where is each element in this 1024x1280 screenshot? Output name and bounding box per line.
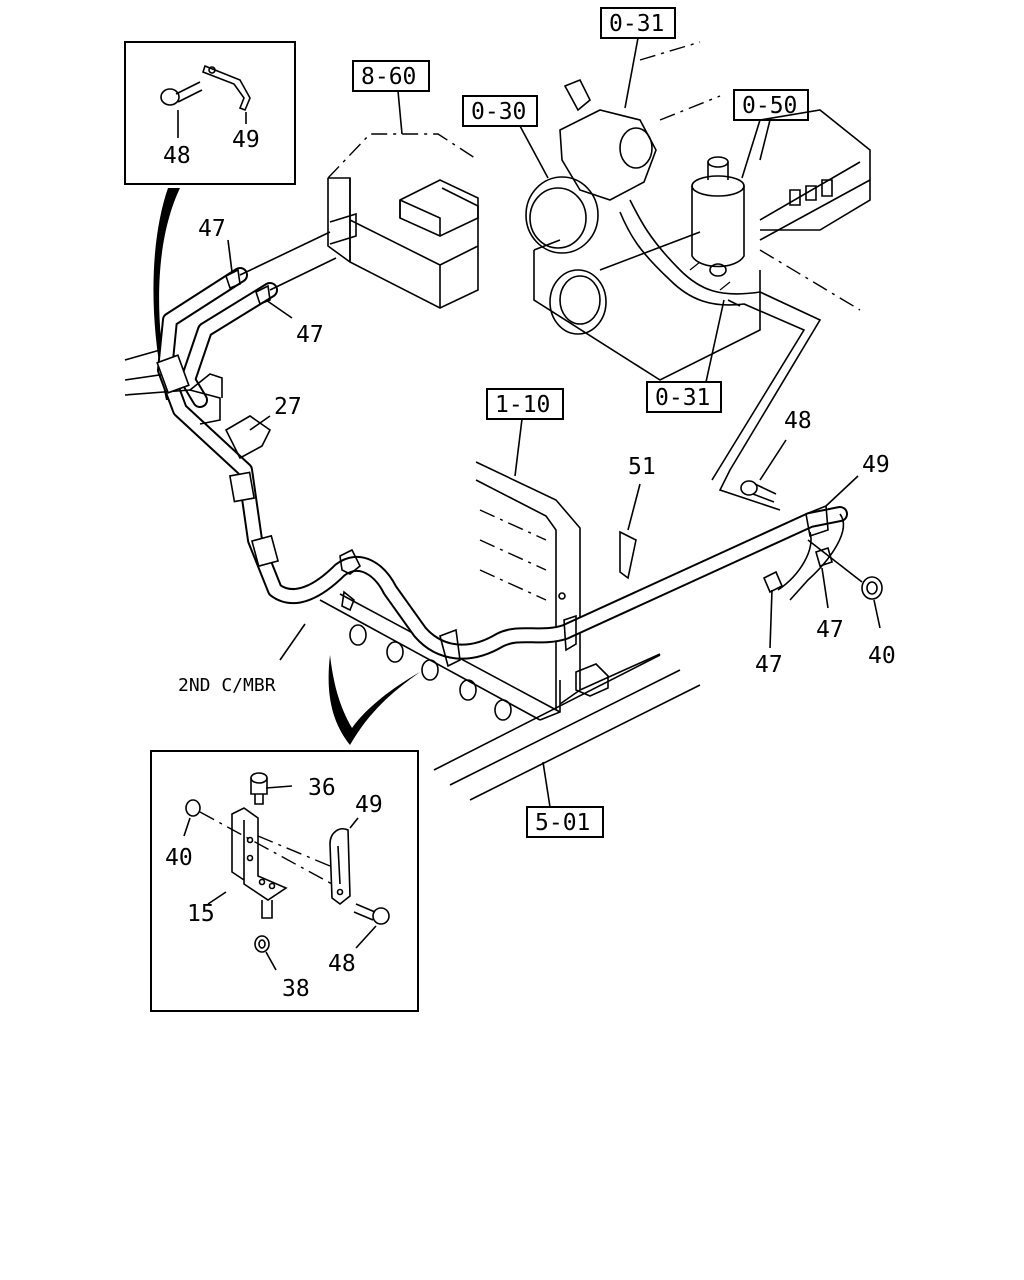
bolt-48-icon (160, 81, 203, 106)
hose-clip-47-icons (225, 268, 271, 306)
ref-label: 5-01 (535, 810, 590, 836)
pipe-clip-icons (339, 504, 829, 668)
label-51: 51 (628, 454, 656, 480)
engine-icon (525, 41, 871, 381)
inset-leader-bottom (328, 655, 420, 745)
ref-box-1-10[interactable]: 1-10 (486, 388, 564, 420)
label-15: 15 (187, 901, 215, 927)
callout-leaders (227, 239, 881, 661)
label-38: 38 (282, 976, 310, 1002)
label-49-inset: 49 (355, 792, 383, 818)
nut-38-icon (254, 935, 277, 971)
label-27: 27 (274, 394, 302, 420)
frame-rail-icon (433, 654, 701, 801)
nut-40-inset-icon (183, 799, 201, 837)
ref-box-0-31-top[interactable]: 0-31 (600, 7, 676, 39)
label-48-inset: 48 (328, 951, 356, 977)
ref-box-8-60[interactable]: 8-60 (352, 60, 430, 92)
bolt-48-inset-icon (353, 903, 390, 949)
fuel-pipe-icon (157, 231, 848, 660)
radiator-icon (475, 461, 661, 710)
label-47-upper: 47 (198, 216, 226, 242)
hose-engine-icon (619, 199, 822, 511)
nut-40-right-icon (861, 576, 883, 600)
bracket-15-icon (199, 807, 333, 919)
clip-47-right-icon (762, 546, 833, 594)
bolt-48-right-icon (740, 480, 777, 503)
label-49: 49 (232, 127, 260, 153)
crossmember-icon (319, 593, 561, 721)
label-49-right: 49 (862, 452, 890, 478)
inset-top-left: 48 49 (124, 41, 296, 185)
label-40-inset: 40 (165, 845, 193, 871)
ref-box-0-31-bottom[interactable]: 0-31 (646, 381, 722, 413)
label-47-lower: 47 (296, 322, 324, 348)
ref-box-5-01[interactable]: 5-01 (526, 806, 604, 838)
battery-box-icon (327, 133, 479, 309)
clip-49-icon (201, 64, 251, 112)
ref-label: 0-31 (655, 385, 710, 411)
label-48-right: 48 (784, 408, 812, 434)
bolt-36-icon (250, 772, 293, 805)
label-48: 48 (163, 143, 191, 169)
ref-label: 8-60 (361, 64, 416, 90)
label-47-right-b: 47 (755, 652, 783, 678)
ref-box-0-50[interactable]: 0-50 (733, 89, 809, 121)
ref-leaders (397, 37, 771, 808)
pipe-sleeves-icon (156, 354, 280, 568)
clip-49-inset-icon (329, 817, 359, 906)
label-2nd-crossmember: 2ND C/MBR (178, 675, 276, 696)
ref-label: 1-10 (495, 392, 550, 418)
ref-label: 0-30 (471, 99, 526, 125)
label-47-right-a: 47 (816, 617, 844, 643)
ref-box-0-30[interactable]: 0-30 (462, 95, 538, 127)
ref-label: 0-31 (609, 11, 664, 37)
label-36: 36 (308, 775, 336, 801)
label-40-right: 40 (868, 643, 896, 669)
inset-bottom: 36 49 40 15 48 38 (150, 750, 419, 1012)
